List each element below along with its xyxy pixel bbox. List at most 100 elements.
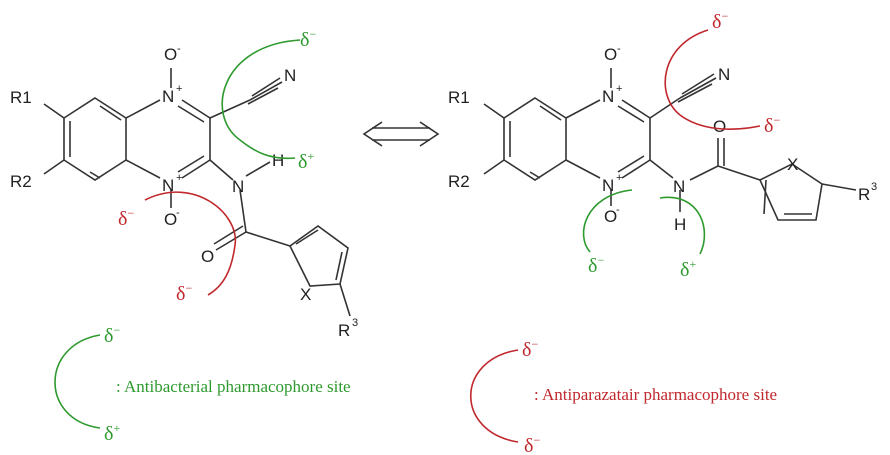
left-amide-nitrogen: N — [232, 177, 244, 196]
right-pyrazine-double-1 — [617, 105, 645, 123]
left-cn-triple-c — [247, 87, 279, 105]
right-amide-nitrogen: N — [673, 177, 685, 196]
left-oxygen-bottom: O — [164, 210, 177, 229]
right-heterocycle-ring — [758, 163, 823, 221]
right-pyrazine-bond-1 — [565, 99, 601, 119]
left-nitrile-nitrogen: N — [284, 66, 296, 85]
left-pyrazine-double-2 — [177, 155, 205, 173]
legend: δ− δ+ : Antibacterial pharmacophore site… — [54, 323, 777, 455]
right-cn-triple-b — [681, 73, 715, 95]
left-cn-triple-a — [249, 81, 283, 101]
right-r1-label: R1 — [448, 88, 470, 107]
left-cn-triple-b — [251, 77, 281, 97]
left-green-delta-minus: δ− — [300, 27, 316, 51]
right-pyrazine-double-2 — [617, 155, 645, 173]
left-r2-label: R2 — [10, 172, 32, 191]
right-nitrogen-bottom: N — [602, 176, 614, 195]
left-pyrazine-bond-5 — [125, 159, 161, 179]
right-red-delta-minus-1: δ− — [712, 9, 728, 33]
left-amide-hydrogen: H — [272, 151, 284, 170]
right-antibacterial-arc-left — [582, 189, 633, 253]
equilibrium-arrow — [362, 121, 440, 147]
legend-green-delta-plus: δ+ — [104, 421, 120, 445]
right-molecule: R1 R2 O - N + N + O - N N H O X R 3 δ− δ… — [448, 9, 877, 281]
left-pyrazine-bond-2 — [181, 99, 211, 119]
left-r3-superscript: 3 — [352, 317, 358, 329]
left-carbonyl-ring-bond — [245, 231, 291, 247]
left-c-n-amide-bond — [209, 159, 234, 181]
right-antibacterial-arc-right — [659, 196, 706, 255]
right-oxygen-bottom-charge: - — [616, 204, 620, 216]
legend-antibacterial-arc — [54, 334, 101, 429]
right-r2-bond — [483, 159, 505, 175]
left-n-h-bond — [245, 161, 271, 177]
left-pyrazine-bond-1 — [125, 99, 161, 119]
left-r3-bond — [339, 283, 351, 317]
left-antibacterial-arc — [221, 39, 301, 160]
left-heterocycle-double-1 — [295, 229, 319, 245]
right-antiparasitic-arc — [664, 29, 761, 130]
legend-green-delta-minus: δ− — [104, 323, 120, 347]
left-pyrazine-double-1 — [177, 105, 205, 123]
left-n-carbonyl-bond — [239, 189, 247, 233]
right-green-delta-minus: δ− — [588, 253, 604, 277]
left-nitrogen-bottom: N — [162, 176, 174, 195]
right-cn-triple-a — [679, 77, 717, 99]
right-oxygen-top-charge: - — [617, 43, 621, 55]
right-pyrazine-bond-4 — [621, 159, 651, 179]
right-benzene-ring — [503, 97, 567, 181]
left-oxygen-top: O — [164, 45, 177, 64]
legend-antibacterial-label: : Antibacterial pharmacophore site — [116, 377, 351, 396]
right-oxygen-top: O — [604, 45, 617, 64]
legend-antiparasitic-arc — [470, 349, 519, 443]
left-heteroatom-x: X — [300, 285, 311, 304]
legend-antiparasitic-label: : Antiparazatair pharmacophore site — [534, 385, 777, 404]
left-r1-label: R1 — [10, 88, 32, 107]
left-benzene-ring — [63, 97, 127, 181]
right-pyrazine-bond-5 — [565, 159, 601, 179]
left-cn-bond — [209, 99, 251, 119]
right-r1-bond — [483, 103, 505, 119]
left-carbonyl-double-b — [213, 225, 244, 245]
right-cn-triple-c — [677, 83, 713, 103]
right-benzene-double-1 — [539, 105, 562, 121]
right-r3-bond — [821, 183, 857, 191]
right-r2-label: R2 — [448, 172, 470, 191]
right-nitrogen-bottom-charge: + — [616, 172, 622, 184]
right-carbonyl-ring-bond — [717, 165, 761, 181]
left-r1-bond — [43, 103, 65, 119]
left-r3-label: R — [338, 321, 350, 340]
right-r3-superscript: 3 — [871, 181, 877, 193]
left-benzene-double-1 — [99, 105, 122, 121]
right-heterocycle-double-1 — [763, 179, 767, 215]
left-heterocycle-ring — [288, 225, 349, 287]
right-oxygen-bottom: O — [604, 207, 617, 226]
right-nitrile-nitrogen: N — [718, 65, 730, 84]
left-nitrogen-top-charge: + — [176, 83, 182, 95]
right-heteroatom-x: X — [787, 155, 798, 174]
right-pyrazine-bond-2 — [621, 99, 651, 119]
right-c-n-amide-bond — [649, 159, 674, 179]
left-red-delta-minus-1: δ− — [118, 206, 134, 230]
left-green-delta-plus: δ+ — [298, 149, 314, 173]
left-carbonyl-double-a — [215, 231, 247, 251]
right-nitrogen-top: N — [602, 87, 614, 106]
left-pyrazine-bond-4 — [181, 159, 211, 179]
legend-red-delta-minus-1: δ− — [522, 337, 538, 361]
left-antiparasitic-arc — [144, 191, 237, 296]
left-r2-bond — [43, 159, 65, 175]
right-red-delta-minus-2: δ− — [764, 113, 780, 137]
right-n-carbonyl-bond — [689, 165, 719, 181]
right-r3-label: R — [858, 185, 870, 204]
left-molecule: R1 R2 O - N + N + O - N N H O X R 3 δ− δ… — [10, 27, 358, 340]
right-benzene-double-3 — [529, 171, 541, 179]
right-nitrogen-top-charge: + — [616, 83, 622, 95]
right-green-delta-plus: δ+ — [680, 257, 696, 281]
left-benzene-double-3 — [89, 171, 101, 179]
left-carbonyl-oxygen: O — [201, 247, 214, 266]
right-cn-bond — [649, 97, 681, 119]
left-red-delta-minus-2: δ− — [176, 281, 192, 305]
legend-red-delta-minus-2: δ− — [524, 433, 540, 455]
